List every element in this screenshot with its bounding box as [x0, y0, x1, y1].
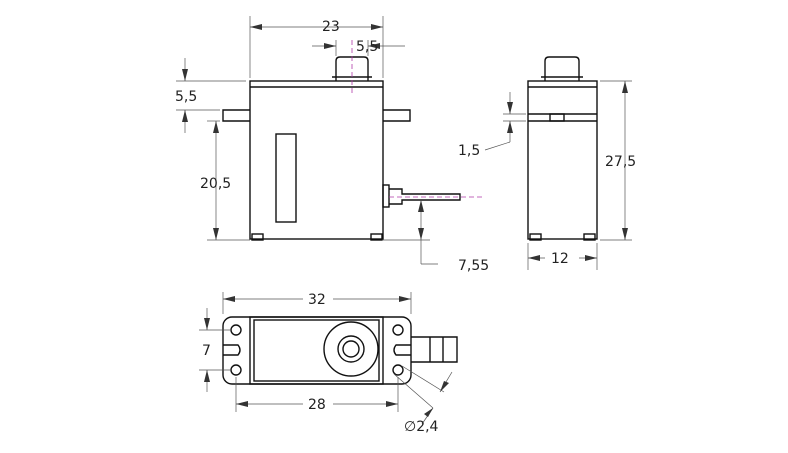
dim-flange-thickness: 1,5	[458, 143, 480, 159]
front-cable	[389, 188, 461, 205]
dim-total-height: 27,5	[605, 154, 636, 170]
dim-depth: 12	[551, 251, 569, 267]
dim-hole-diameter: ∅2,4	[404, 419, 439, 435]
top-horn-inner	[342, 340, 360, 358]
top-hole-tl	[230, 324, 242, 336]
dim-flange-length: 32	[308, 292, 326, 308]
front-body-outline	[249, 80, 384, 240]
top-hole-bl	[230, 364, 242, 376]
side-foot-right	[583, 233, 596, 241]
side-flange-slot	[549, 113, 565, 122]
top-cable	[411, 336, 458, 363]
front-view: 23 5,5 5,5 20,5 7,55	[175, 16, 489, 274]
side-foot-left	[529, 233, 542, 241]
dim-hole-spacing: 28	[308, 397, 326, 413]
top-view: 32 7 28 ∅2,4	[199, 290, 458, 435]
front-foot-left	[251, 233, 264, 241]
top-horn-outer	[323, 321, 379, 377]
top-hole-tr	[392, 324, 404, 336]
dim-flange-width: 7	[202, 343, 211, 359]
top-body-inner	[253, 319, 380, 382]
top-slot-left	[223, 344, 241, 356]
dim-body-height: 20,5	[200, 176, 231, 192]
top-slot-right	[393, 344, 411, 356]
top-hole-br	[392, 364, 404, 376]
side-view: 1,5 27,5 12	[458, 56, 636, 270]
dim-horn-width: 5,5	[356, 39, 378, 55]
side-body-outline	[527, 80, 598, 240]
dim-horn-height: 5,5	[175, 89, 197, 105]
dim-width-front: 23	[322, 19, 340, 35]
top-horn-mid	[337, 335, 365, 363]
front-label-window	[275, 133, 297, 223]
front-foot-right	[370, 233, 383, 241]
top-body	[249, 316, 384, 385]
side-output-shaft	[544, 56, 580, 81]
front-cable-grommet	[382, 184, 390, 208]
dim-cable-height: 7,55	[458, 258, 489, 274]
front-flange	[222, 109, 411, 122]
